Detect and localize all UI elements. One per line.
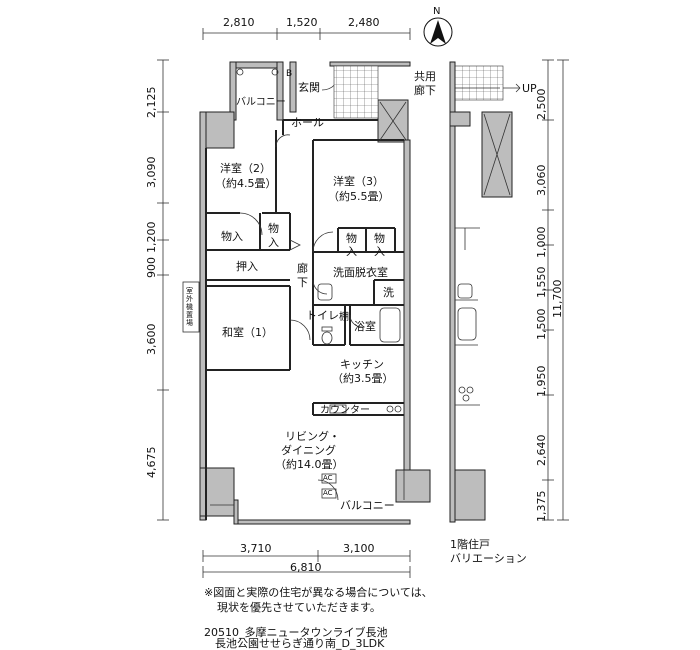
rouka-label-1: 廊 [297, 262, 308, 275]
bath-label: 浴室 [354, 320, 376, 333]
side-storage-label: 室外機置場 [186, 287, 193, 327]
washitsu-label: 和室（1） [222, 326, 273, 339]
dim-right-2: 3,060 [535, 164, 548, 197]
oshiire-label: 押入 [236, 260, 258, 273]
dim-right-3: 1,000 [535, 226, 548, 259]
dim-right-total: 11,700 [551, 279, 564, 319]
ac-label-1: AC [323, 474, 333, 482]
kitchen-size: （約3.5畳） [332, 372, 394, 385]
dim-left-4: 900 [145, 257, 158, 278]
washer-label: 洗 [383, 286, 394, 299]
closet-d-label-1: 物 [374, 232, 385, 245]
variation-label-2: バリエーション [450, 552, 527, 565]
variation-fixtures [455, 83, 521, 406]
living-size: （約14.0畳） [275, 458, 344, 471]
kitchen-label: キッチン [340, 358, 384, 371]
dim-right-8: 1,375 [535, 490, 548, 523]
genkan-label: 玄関 [298, 81, 320, 94]
balcony-top-label: バルコニー [236, 97, 286, 108]
tile-floor-variation [454, 65, 504, 101]
compass-label: N [433, 6, 441, 17]
balcony-bottom-label: バルコニー [340, 499, 395, 512]
living-label-2: ダイニング [281, 444, 336, 457]
western-room-2-size: （約4.5畳） [215, 177, 277, 190]
kyoyo-label-1: 共用 [414, 70, 436, 83]
washroom-label: 洗面脱衣室 [333, 266, 388, 279]
north-compass-icon [423, 17, 453, 47]
ac-label-2: AC [323, 489, 333, 497]
dim-left-1: 2,125 [145, 86, 158, 119]
dim-bottom-2: 3,100 [343, 542, 375, 555]
dim-right-5: 1,500 [535, 308, 548, 341]
b-mark: B [286, 69, 293, 79]
variation-walls [449, 61, 513, 523]
toilet-label: トイレ [306, 309, 339, 322]
closet-b-label-2: 入 [268, 236, 279, 249]
tile-floor-genkan [333, 65, 379, 119]
note-line-1: ※図面と実際の住宅が異なる場合については、 [204, 586, 433, 599]
dim-left-5: 3,600 [145, 323, 158, 356]
hall-label: ホール [291, 116, 324, 129]
dim-top-1: 2,810 [223, 16, 255, 29]
dim-left-2: 3,090 [145, 156, 158, 189]
up-label: UP [522, 82, 537, 95]
closet-d-label-2: 入 [374, 245, 385, 258]
dim-right-7: 2,640 [535, 434, 548, 467]
dim-right-1: 2,500 [535, 88, 548, 121]
counter-label: カウンター [320, 405, 370, 416]
partitions [205, 119, 404, 520]
dim-bottom-total: 6,810 [290, 561, 322, 574]
dim-top-2: 1,520 [286, 16, 318, 29]
closet-c-label-1: 物 [346, 232, 357, 245]
dim-bottom-1: 3,710 [240, 542, 272, 555]
closet-c-label-2: 入 [346, 245, 357, 258]
rouka-label-2: 下 [297, 276, 308, 289]
western-room-2-label: 洋室（2） [220, 162, 271, 175]
shelf-label: 棚 [339, 312, 349, 323]
dim-left-3: 1,200 [145, 221, 158, 254]
dim-left-6: 4,675 [145, 446, 158, 479]
western-room-3-label: 洋室（3） [333, 175, 384, 188]
dim-right-6: 1,950 [535, 365, 548, 398]
living-label-1: リビング・ [285, 430, 340, 443]
closet-a-label: 物入 [221, 230, 243, 243]
variation-label-1: 1階住戸 [450, 538, 490, 551]
dim-right-4: 1,550 [535, 266, 548, 299]
western-room-3-size: （約5.5畳） [328, 190, 390, 203]
note-line-2: 現状を優先させていただきます。 [217, 601, 381, 614]
project-name: 長池公園せせらぎ通り南_D_3LDK [215, 637, 385, 650]
kyoyo-label-2: 廊下 [414, 84, 436, 97]
project-code: 20510_多摩ニュータウンライブ長池 [204, 626, 388, 639]
closet-b-label-1: 物 [268, 222, 279, 235]
dimension-lines [157, 28, 569, 578]
dim-top-3: 2,480 [348, 16, 380, 29]
